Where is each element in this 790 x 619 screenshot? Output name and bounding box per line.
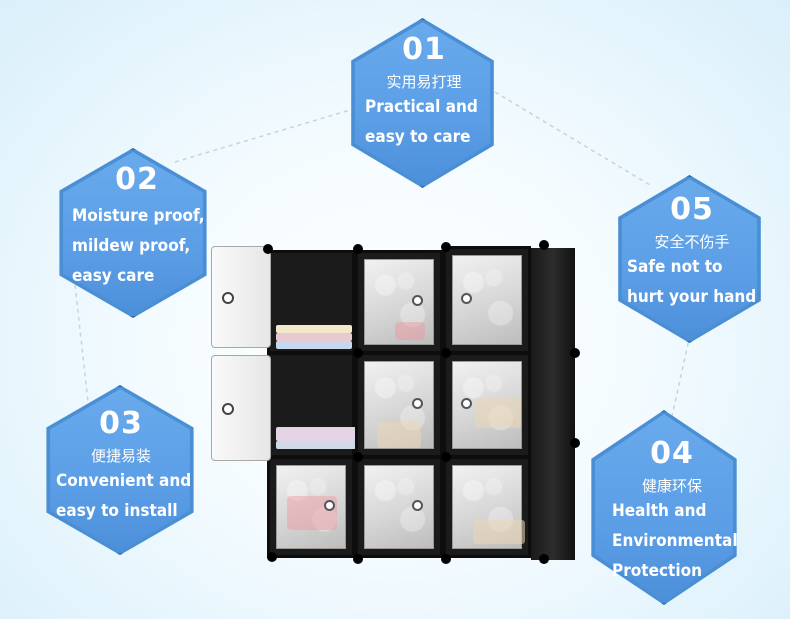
- cabinet-cell: [443, 246, 531, 354]
- cabinet-cell: [443, 352, 531, 458]
- cabinet-cell: [443, 456, 531, 558]
- feature-01: 01 实用易打理 Practical and easy to care: [365, 32, 483, 152]
- feature-03: 03 便捷易装 Convenient and easy to install: [56, 406, 192, 526]
- open-door-top: [211, 246, 271, 348]
- cabinet-cell-open-middle: [267, 352, 356, 458]
- feature-chinese-title: 健康环保: [641, 477, 702, 495]
- cabinet-cell-open-top: [267, 250, 355, 354]
- cabinet-cell: [355, 352, 443, 458]
- cabinet-connector: [539, 554, 549, 564]
- cabinet-connector: [570, 348, 580, 358]
- feature-04: 04 健康环保 Health and Environmental Protect…: [612, 436, 738, 586]
- feature-number: 03: [99, 406, 143, 441]
- feature-02: 02 Moisture proof, mildew proof, easy ca…: [72, 162, 205, 291]
- feature-line: hurt your hand: [627, 287, 757, 307]
- feature-hexagon-01: [351, 18, 494, 188]
- cabinet-connector: [539, 240, 549, 250]
- feature-line: Moisture proof,: [72, 206, 205, 226]
- feature-line: Practical and: [365, 97, 478, 117]
- feature-hexagon-02: [59, 148, 207, 318]
- feature-line: mildew proof,: [72, 236, 191, 256]
- cabinet-connector: [441, 554, 451, 564]
- feature-line: Environmental: [612, 531, 738, 551]
- feature-number: 02: [115, 162, 159, 197]
- storage-cabinet-image: [205, 240, 590, 565]
- feature-line: easy to install: [56, 501, 178, 521]
- feature-hexagon-05: [618, 175, 761, 343]
- open-door-middle: [211, 355, 271, 461]
- cabinet-connector: [263, 244, 273, 254]
- feature-line: easy to care: [365, 127, 471, 147]
- cabinet-connector: [570, 438, 580, 448]
- feature-chinese-title: 安全不伤手: [654, 233, 730, 251]
- feature-number: 01: [402, 32, 446, 67]
- cabinet-connector: [441, 242, 451, 252]
- cabinet-cell: [355, 456, 443, 558]
- cabinet-connector: [353, 452, 363, 462]
- cabinet-connector: [353, 348, 363, 358]
- cabinet-cell: [355, 250, 443, 354]
- feature-chinese-title: 便捷易装: [90, 447, 151, 465]
- cabinet-connector: [353, 554, 363, 564]
- feature-hexagon-04: [591, 410, 737, 605]
- feature-line: Convenient and: [56, 471, 192, 491]
- feature-chinese-title: 实用易打理: [386, 73, 462, 91]
- cabinet-connector: [353, 244, 363, 254]
- cabinet-cell-bottom-left: [267, 456, 355, 558]
- cabinet-connector: [441, 452, 451, 462]
- feature-number: 05: [670, 192, 714, 227]
- feature-line: easy care: [72, 266, 155, 286]
- feature-line: Safe not to: [627, 257, 723, 277]
- feature-line: Health and: [612, 501, 707, 521]
- feature-number: 04: [650, 436, 694, 471]
- feature-line: Protection: [612, 561, 702, 581]
- feature-05: 05 安全不伤手 Safe not to hurt your hand: [627, 192, 757, 312]
- cabinet-side-panel: [531, 248, 575, 560]
- cabinet-connector: [267, 552, 277, 562]
- cabinet-connector: [441, 348, 451, 358]
